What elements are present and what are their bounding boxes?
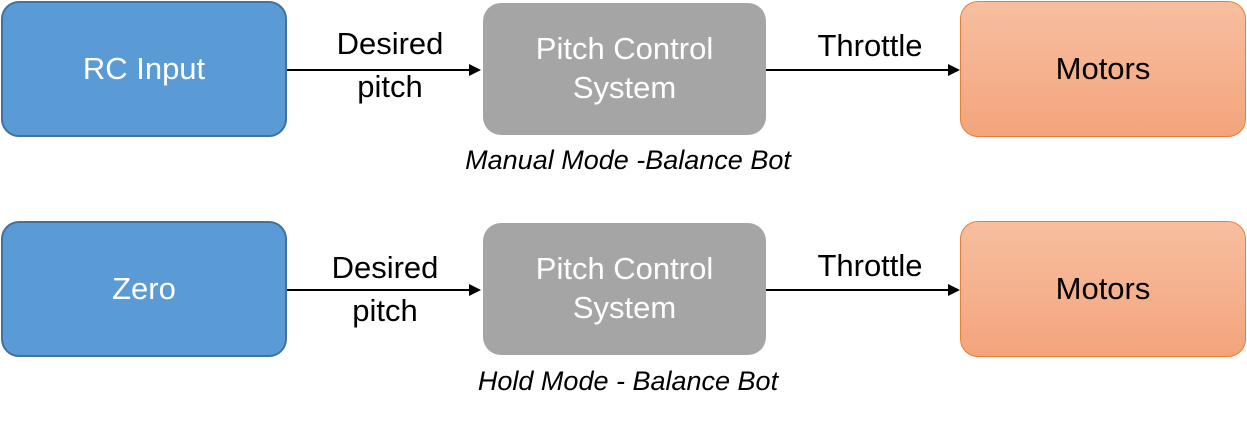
input-block: RC Input bbox=[1, 1, 287, 137]
pitch-control-label: Pitch Control System bbox=[535, 31, 714, 105]
input-block-label: Zero bbox=[112, 270, 176, 306]
motors-block: Motors bbox=[960, 221, 1246, 357]
pitch-control-block: Pitch Control System bbox=[483, 223, 766, 355]
diagram-caption: Manual Mode -Balance Bot bbox=[465, 145, 791, 175]
motors-label: Motors bbox=[1055, 50, 1151, 86]
desired-pitch-arrow bbox=[287, 64, 481, 76]
throttle-arrow bbox=[766, 284, 960, 296]
motors-block: Motors bbox=[960, 1, 1246, 137]
input-block: Zero bbox=[1, 221, 287, 357]
motors-label: Motors bbox=[1055, 270, 1151, 306]
hold-mode-diagram: Zero Desired pitch Pitch Control System … bbox=[0, 220, 1247, 420]
desired-pitch-label: Desired pitch bbox=[331, 250, 439, 329]
manual-mode-diagram: RC Input Desired pitch Pitch Control Sys… bbox=[0, 0, 1247, 200]
pitch-control-block: Pitch Control System bbox=[483, 3, 766, 135]
throttle-label: Throttle bbox=[817, 248, 923, 283]
desired-pitch-label: Desired pitch bbox=[336, 26, 444, 105]
throttle-arrow bbox=[766, 64, 960, 76]
diagram-caption: Hold Mode - Balance Bot bbox=[477, 366, 779, 396]
input-block-label: RC Input bbox=[82, 50, 206, 86]
pitch-control-label: Pitch Control System bbox=[535, 251, 714, 325]
throttle-label: Throttle bbox=[817, 28, 923, 63]
desired-pitch-arrow bbox=[287, 284, 481, 296]
